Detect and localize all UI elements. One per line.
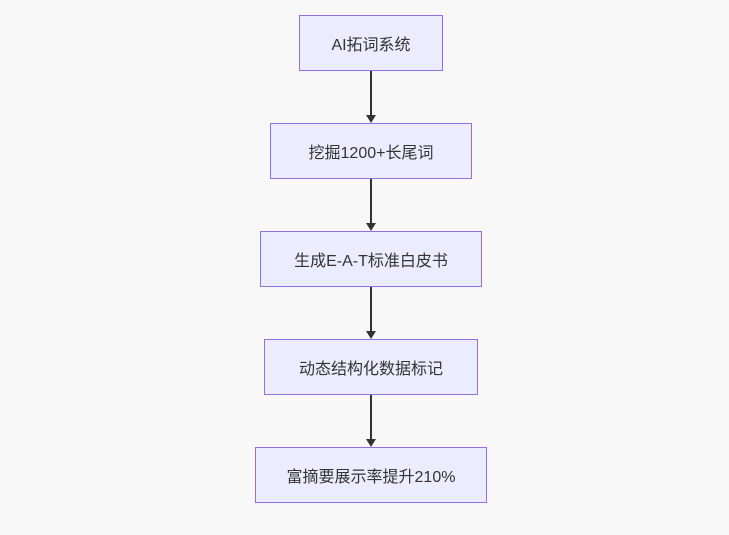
flow-arrow <box>366 179 376 231</box>
arrowhead-icon <box>366 439 376 447</box>
flow-node-label: 挖掘1200+长尾词 <box>308 145 434 162</box>
flow-node-2: 挖掘1200+长尾词 <box>270 123 472 179</box>
flow-node-label: 动态结构化数据标记 <box>298 361 443 378</box>
flowchart: AI拓词系统挖掘1200+长尾词生成E-A-T标准白皮书动态结构化数据标记富摘要… <box>255 15 487 503</box>
arrowhead-icon <box>366 223 376 231</box>
flow-node-4: 动态结构化数据标记 <box>264 339 478 395</box>
flow-arrow <box>366 71 376 123</box>
flow-node-label: AI拓词系统 <box>331 37 411 54</box>
flow-arrow <box>366 395 376 447</box>
flow-arrow <box>366 287 376 339</box>
flow-node-label: 富摘要展示率提升210% <box>286 469 456 486</box>
arrowhead-icon <box>366 331 376 339</box>
flow-node-label: 生成E-A-T标准白皮书 <box>294 253 448 270</box>
flow-node-3: 生成E-A-T标准白皮书 <box>260 231 482 287</box>
arrow-line <box>370 395 372 439</box>
arrow-line <box>370 179 372 223</box>
arrow-line <box>370 287 372 331</box>
arrow-line <box>370 71 372 115</box>
arrowhead-icon <box>366 115 376 123</box>
flow-node-1: AI拓词系统 <box>299 15 443 71</box>
flow-node-5: 富摘要展示率提升210% <box>255 447 487 503</box>
